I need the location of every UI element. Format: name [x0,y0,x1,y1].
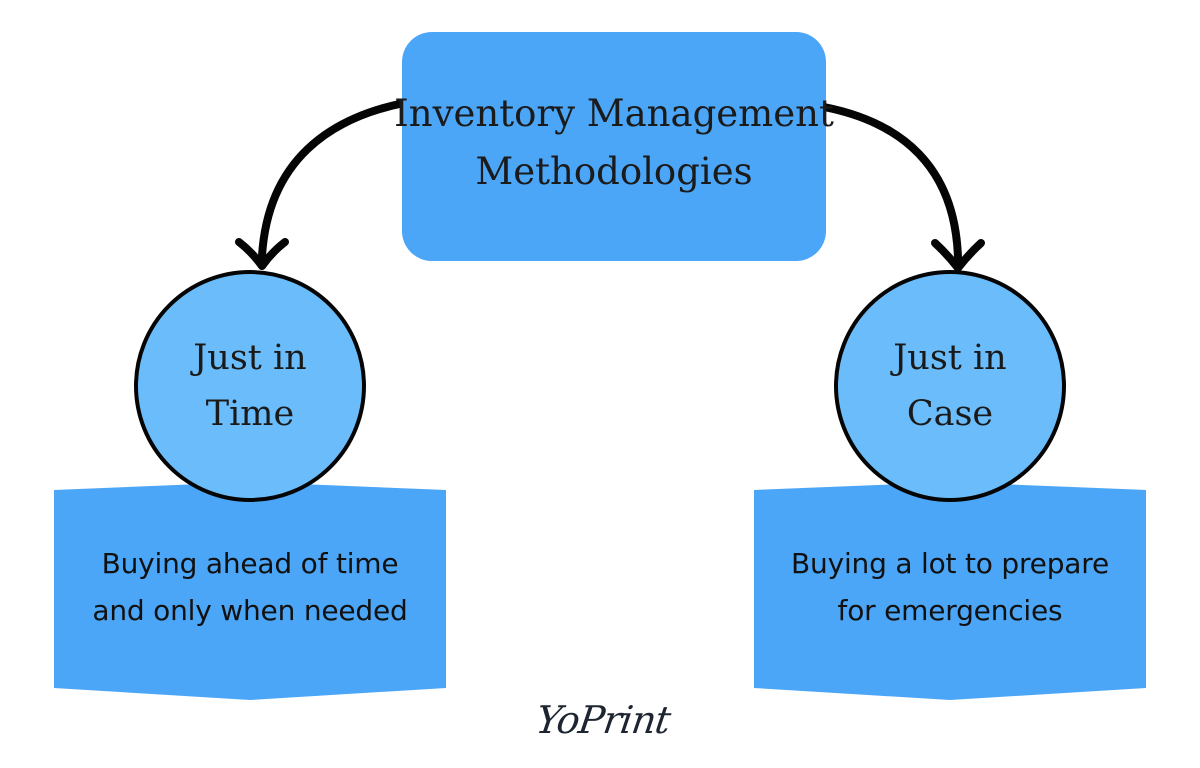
arrowhead-left-icon [235,238,289,270]
node-title-line-2: Time [205,394,295,434]
arrow-to-just-in-time [258,99,408,260]
arrow-to-just-in-case [820,103,962,262]
root-title-line-1: Inventory Management [394,91,834,135]
banner-just-in-case [754,482,1146,700]
description-line-1: Buying a lot to prepare [791,547,1109,580]
yoprint-logo: YoPrint [533,698,673,742]
description-just-in-time: Buying ahead of time and only when neede… [54,540,446,634]
root-title-line-2: Methodologies [475,149,753,193]
description-line-2: for emergencies [837,594,1063,627]
description-just-in-case: Buying a lot to prepare for emergencies [754,540,1146,634]
node-just-in-case: Just in Case [834,270,1066,502]
node-just-in-time: Just in Time [134,270,366,502]
root-node: Inventory Management Methodologies [394,32,834,261]
description-line-2: and only when needed [92,594,408,627]
arrowhead-right-icon [931,239,985,272]
description-line-1: Buying ahead of time [101,547,399,580]
node-title-line-2: Case [906,394,994,434]
banner-just-in-time [54,482,446,700]
node-title-line-1: Just in [193,338,307,378]
node-title-line-1: Just in [893,338,1007,378]
